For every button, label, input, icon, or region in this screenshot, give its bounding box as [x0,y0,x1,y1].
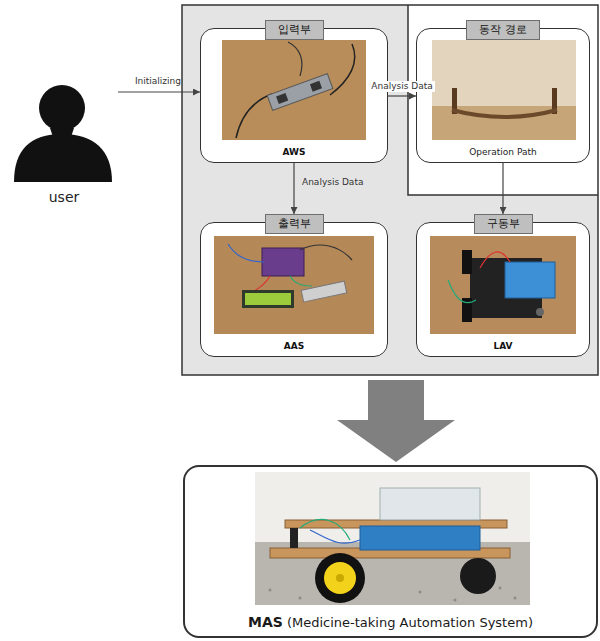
system-box: MAS (Medicine-taking Automation System) [183,465,598,638]
display-photo [300,245,352,260]
box-frame [416,222,590,357]
path-photo [432,40,576,140]
robot-photo [315,553,365,603]
user-silhouette [14,85,112,182]
box-fill [416,222,590,357]
box-fill [183,465,598,638]
robot-photo [460,558,496,594]
vehicle-photo [505,262,555,298]
robot-photo [499,587,502,590]
robot-photo [290,528,298,548]
vehicle-photo [462,250,472,274]
user-silhouette [50,128,74,140]
section-tab: 동작 경로 [466,20,540,40]
robot-photo [454,599,457,602]
system-panel [182,5,598,375]
vehicle-photo [536,308,544,316]
display-photo [262,248,304,276]
path-box: 동작 경로 Operation Path [416,20,590,163]
sensor-photo [310,81,322,92]
system-panel [182,5,598,375]
module-name: AAS [284,341,304,352]
flow-arrow [502,163,503,214]
box-frame [416,28,590,163]
sensor-photo [330,44,355,95]
display-photo [228,244,264,262]
section-tab: 입력부 [265,20,324,40]
display-photo [290,276,312,286]
robot-photo [380,488,480,520]
display-photo [245,293,291,305]
sensor-photo [222,40,366,140]
box-fill [183,28,598,638]
module-name: LAV [493,341,512,352]
robot-photo [324,562,356,594]
user-silhouette [14,134,112,182]
section-tab: 출력부 [265,214,324,234]
edge-label: Initializing [133,76,183,87]
edge-label: Analysis Data [300,177,365,188]
system-panel [182,5,598,375]
system-description: (Medicine-taking Automation System) [287,615,533,630]
module-name: Operation Path [469,147,536,158]
robot-photo [419,591,422,594]
box-fill [200,222,388,357]
flow-arrow [118,91,200,92]
caption-line: MAS (Medicine-taking Automation System) [248,612,533,631]
user-node: user [10,80,118,205]
path-photo [452,110,557,117]
sensor-photo [276,93,288,104]
sensor-photo [236,94,272,138]
display-photo [214,236,374,334]
vehicle-photo [480,252,510,268]
edge-label: Analysis Data [369,81,434,92]
robot-photo [255,542,530,605]
module-name: AWS [283,147,306,158]
drive-box: 구동부 LAV [416,214,590,357]
user-label: user [49,189,80,205]
display-photo [242,290,294,308]
display-photo [301,281,347,302]
robot-photo [299,597,302,600]
robot-photo [310,530,360,543]
robot-photo [300,519,350,540]
box-fill [200,28,388,163]
robot-photo [336,574,344,582]
flow-arrow [388,95,416,96]
user-silhouette [39,85,85,131]
vehicle-photo [448,280,476,303]
input-box: 입력부 AWS [200,20,388,163]
path-photo [432,106,576,140]
flow-arrow [293,163,294,214]
display-photo [301,281,347,302]
sensor-photo [267,74,333,111]
vehicle-photo [430,236,576,334]
sensor-photo [267,74,333,111]
box-frame [183,465,598,638]
sensor-photo [222,40,366,140]
section-tab: 구동부 [474,214,533,234]
result-arrow [337,380,455,462]
vehicle-photo [430,236,576,334]
box-fill [416,28,590,163]
box-frame [200,222,388,357]
display-photo [214,236,374,334]
system-name: MAS [248,614,283,630]
robot-photo [269,589,272,592]
robot-photo [255,472,530,605]
sensor-photo [288,42,302,76]
box-frame [200,28,388,163]
robot-photo [360,526,480,550]
robot-photo [514,597,517,600]
output-box: 출력부 AAS [200,214,388,357]
